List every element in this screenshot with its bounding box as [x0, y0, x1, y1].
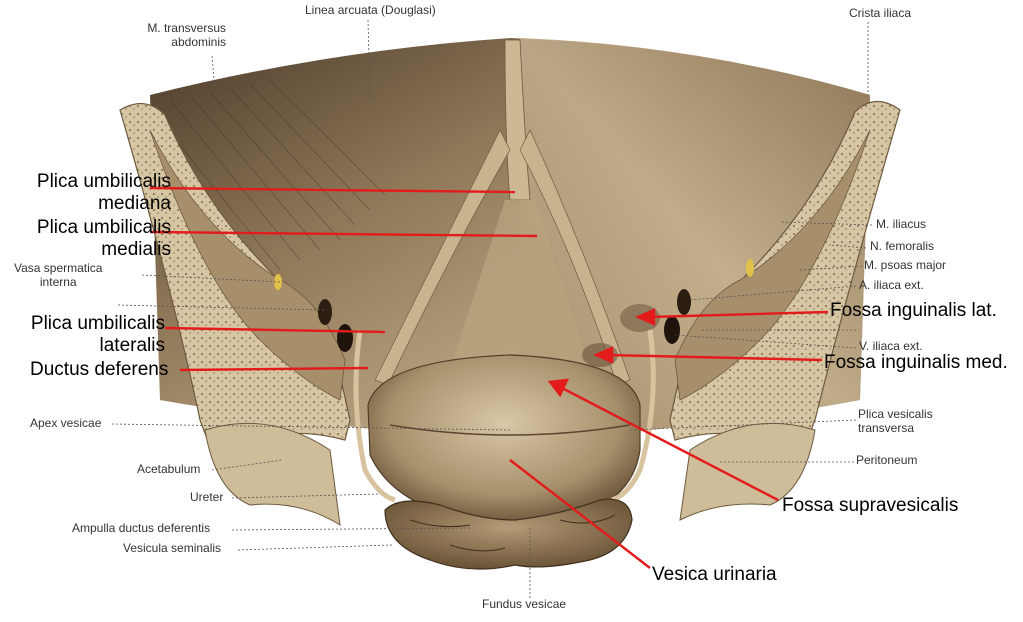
- right-iliacus: [674, 129, 871, 401]
- label-vasa-spermatica: Vasa spermatica interna: [14, 261, 103, 289]
- leader-ampulla: [231, 527, 471, 531]
- label-peritoneum: Peritoneum: [856, 453, 918, 467]
- right-nerve: [746, 259, 754, 277]
- leader-psoas: [799, 265, 863, 271]
- leader-transversus: [211, 55, 216, 93]
- label-vesicula-seminalis: Vesicula seminalis: [123, 541, 222, 555]
- pointer-ductus: [179, 366, 369, 372]
- leader-apex: [111, 423, 511, 431]
- pointer-vesica: [509, 459, 651, 569]
- leader-iliacus: [779, 221, 873, 226]
- label-transversus: M. transversus abdominis: [147, 21, 226, 49]
- leader-linea: [367, 19, 371, 101]
- left-vessel-artery: [318, 299, 332, 325]
- arrowhead-fossa-lat: [635, 308, 656, 326]
- label-fossa-inguinalis-lat: Fossa inguinalis lat.: [830, 300, 997, 321]
- leader-vasa: [141, 274, 281, 283]
- right-ureter: [611, 329, 656, 503]
- vesicula-seminalis: [384, 498, 633, 570]
- leader-extra-left: [117, 304, 326, 311]
- pointer-plica-medialis: [149, 230, 538, 238]
- label-ampulla: Ampulla ductus deferentis: [72, 521, 211, 535]
- pointer-fossa-supra: [561, 386, 779, 502]
- label-a-iliaca: A. iliaca ext.: [859, 278, 924, 292]
- label-fundus-vesicae: Fundus vesicae: [482, 597, 567, 611]
- label-plica-lateralis: Plica umbilicalis lateralis: [30, 313, 165, 356]
- arrowhead-fossa-supra: [547, 378, 569, 398]
- leader-a-iliaca: [689, 285, 857, 301]
- pointer-fossa-lat: [649, 310, 829, 319]
- label-vesica-urinaria: Vesica urinaria: [652, 564, 777, 585]
- label-n-femoralis: N. femoralis: [870, 239, 935, 253]
- right-vessel-vein: [664, 316, 680, 344]
- pointer-plica-lateralis: [164, 326, 386, 334]
- label-v-iliaca: V. iliaca ext.: [859, 339, 923, 353]
- leader-acetabulum: [211, 459, 283, 471]
- right-acetabulum: [679, 422, 816, 521]
- arrowhead-fossa-med: [593, 346, 614, 364]
- label-m-iliacus: M. iliacus: [876, 217, 927, 231]
- label-m-psoas: M. psoas major: [864, 258, 947, 272]
- leader-vesicula: [237, 544, 393, 551]
- label-ureter: Ureter: [190, 490, 224, 504]
- leader-femoralis: [829, 244, 867, 249]
- label-fossa-supravesicalis: Fossa supravesicalis: [782, 495, 959, 516]
- label-apex-vesicae: Apex vesicae: [30, 416, 102, 430]
- left-iliacus: [149, 129, 346, 401]
- leader-plica-vesicalis: [629, 419, 857, 431]
- label-plica-vesicalis: Plica vesicalis transversa: [858, 407, 933, 435]
- label-ductus-deferens: Ductus deferens: [30, 359, 169, 380]
- left-ureter: [353, 329, 396, 503]
- plica-vesicalis-line: [389, 424, 631, 436]
- label-plica-mediana: Plica umbilicalis mediana: [36, 171, 171, 214]
- pointer-fossa-med: [607, 353, 823, 362]
- right-vessel-artery: [677, 289, 691, 315]
- leader-v-iliaca: [674, 334, 857, 349]
- left-acetabulum: [204, 422, 341, 526]
- pointer-plica-mediana: [149, 186, 516, 194]
- label-linea-arcuata: Linea arcuata (Douglasi): [305, 3, 436, 17]
- label-acetabulum: Acetabulum: [137, 462, 201, 476]
- label-fossa-inguinalis-med: Fossa inguinalis med.: [824, 352, 1008, 373]
- leader-ureter: [231, 493, 379, 499]
- label-crista-iliaca: Crista iliaca: [849, 6, 912, 20]
- label-plica-medialis: Plica umbilicalis medialis: [36, 217, 171, 260]
